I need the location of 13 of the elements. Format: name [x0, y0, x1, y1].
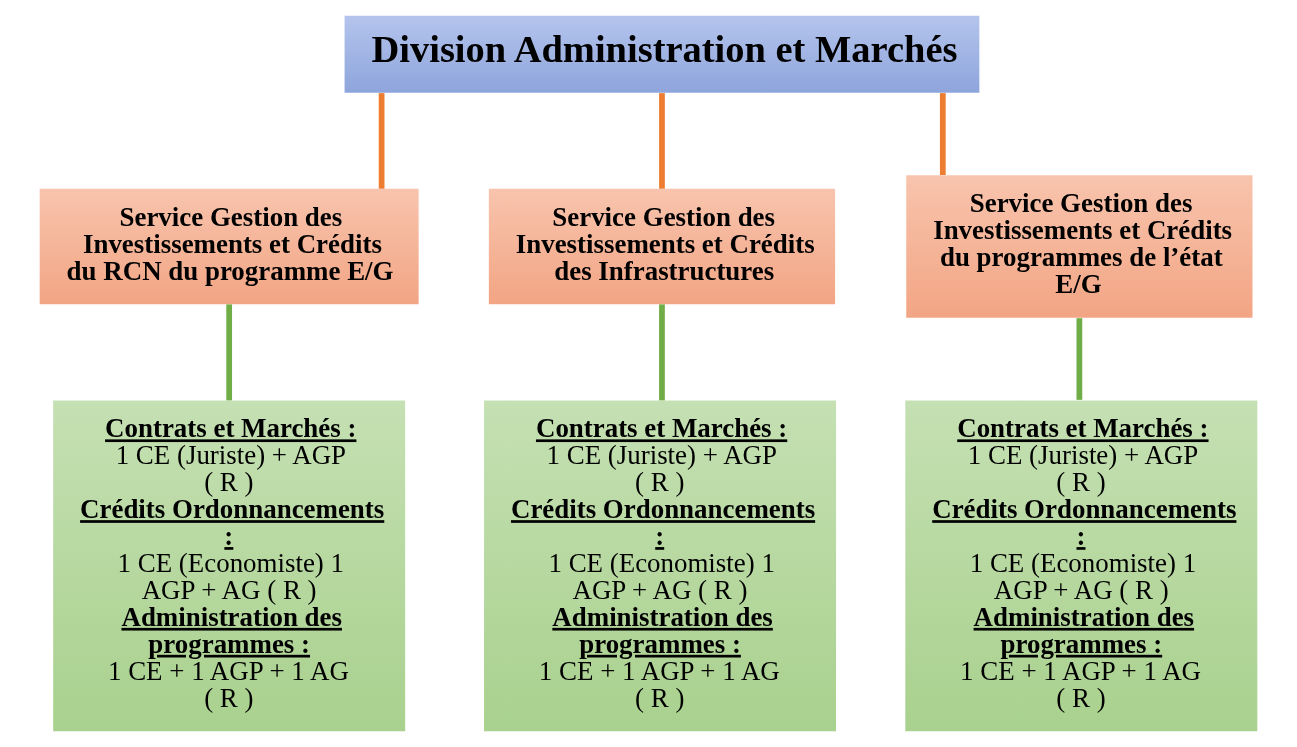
connector — [1076, 318, 1083, 400]
connector — [378, 93, 385, 189]
node-box: Service Gestion des Investissements et Crédits des Infrastructures — [488, 188, 836, 305]
node-box: Contrats et Marchés : 1 CE (Juriste) + AGP ( R ) Crédits Ordonnancements : 1 CE (Economiste) 1 AGP + AG ( R ) Administration des programmes : 1 CE + 1 AGP + 1 AG ( R ) — [53, 400, 406, 732]
connector — [939, 93, 946, 175]
node-box: Contrats et Marchés : 1 CE (Juriste) + AGP ( R ) Crédits Ordonnancements : 1 CE (Economiste) 1 AGP + AG ( R ) Administration des programmes : 1 CE + 1 AGP + 1 AG ( R ) — [905, 400, 1258, 732]
node-box: Service Gestion des Investissements et Crédits du RCN du programme E/G — [39, 188, 419, 305]
connector — [659, 93, 665, 189]
connector — [226, 304, 233, 401]
node-box: Contrats et Marchés : 1 CE (Juriste) + AGP ( R ) Crédits Ordonnancements : 1 CE (Economiste) 1 AGP + AG ( R ) Administration des programmes : 1 CE + 1 AGP + 1 AG ( R ) — [484, 400, 837, 732]
node-box: Service Gestion des Investissements et Crédits du programmes de l’état E/G — [906, 175, 1253, 318]
connector — [659, 304, 665, 401]
node-box: Division Administration et Marchés — [344, 15, 980, 93]
